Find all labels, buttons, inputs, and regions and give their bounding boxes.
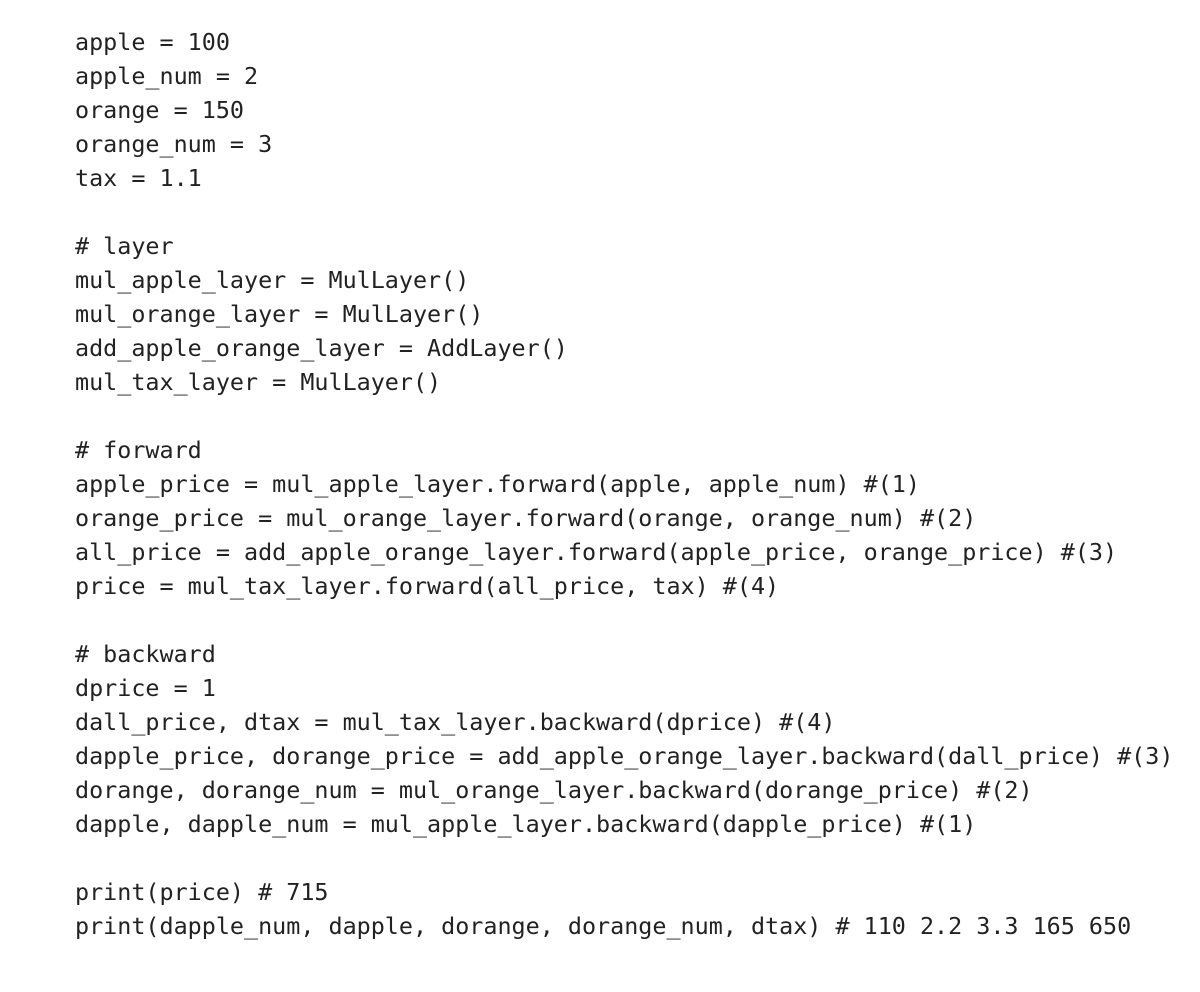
code-line: orange = 150 bbox=[75, 96, 244, 124]
code-line: dapple, dapple_num = mul_apple_layer.bac… bbox=[75, 810, 977, 838]
code-line: print(price) # 715 bbox=[75, 878, 329, 906]
code-line: print(dapple_num, dapple, dorange, doran… bbox=[75, 912, 1132, 940]
code-line: dorange, dorange_num = mul_orange_layer.… bbox=[75, 776, 1033, 804]
code-line: # forward bbox=[75, 436, 202, 464]
code-line: add_apple_orange_layer = AddLayer() bbox=[75, 334, 568, 362]
code-line: dall_price, dtax = mul_tax_layer.backwar… bbox=[75, 708, 836, 736]
code-line bbox=[75, 841, 1173, 875]
code-line: apple_price = mul_apple_layer.forward(ap… bbox=[75, 470, 920, 498]
code-line bbox=[75, 195, 1173, 229]
code-line bbox=[75, 399, 1173, 433]
code-line: apple_num = 2 bbox=[75, 62, 259, 90]
code-line bbox=[75, 603, 1173, 637]
code-line: orange_price = mul_orange_layer.forward(… bbox=[75, 504, 977, 532]
code-line: all_price = add_apple_orange_layer.forwa… bbox=[75, 538, 1118, 566]
code-line: mul_orange_layer = MulLayer() bbox=[75, 300, 484, 328]
code-line: tax = 1.1 bbox=[75, 164, 202, 192]
code-line: dprice = 1 bbox=[75, 674, 216, 702]
code-line: price = mul_tax_layer.forward(all_price,… bbox=[75, 572, 780, 600]
code-line: # layer bbox=[75, 232, 174, 260]
code-line: mul_apple_layer = MulLayer() bbox=[75, 266, 470, 294]
code-line: mul_tax_layer = MulLayer() bbox=[75, 368, 442, 396]
code-line: dapple_price, dorange_price = add_apple_… bbox=[75, 742, 1174, 770]
code-line: # backward bbox=[75, 640, 216, 668]
code-line: orange_num = 3 bbox=[75, 130, 273, 158]
code-block: apple = 100 apple_num = 2 orange = 150 oran… bbox=[75, 25, 1173, 943]
code-line: apple = 100 bbox=[75, 28, 230, 56]
